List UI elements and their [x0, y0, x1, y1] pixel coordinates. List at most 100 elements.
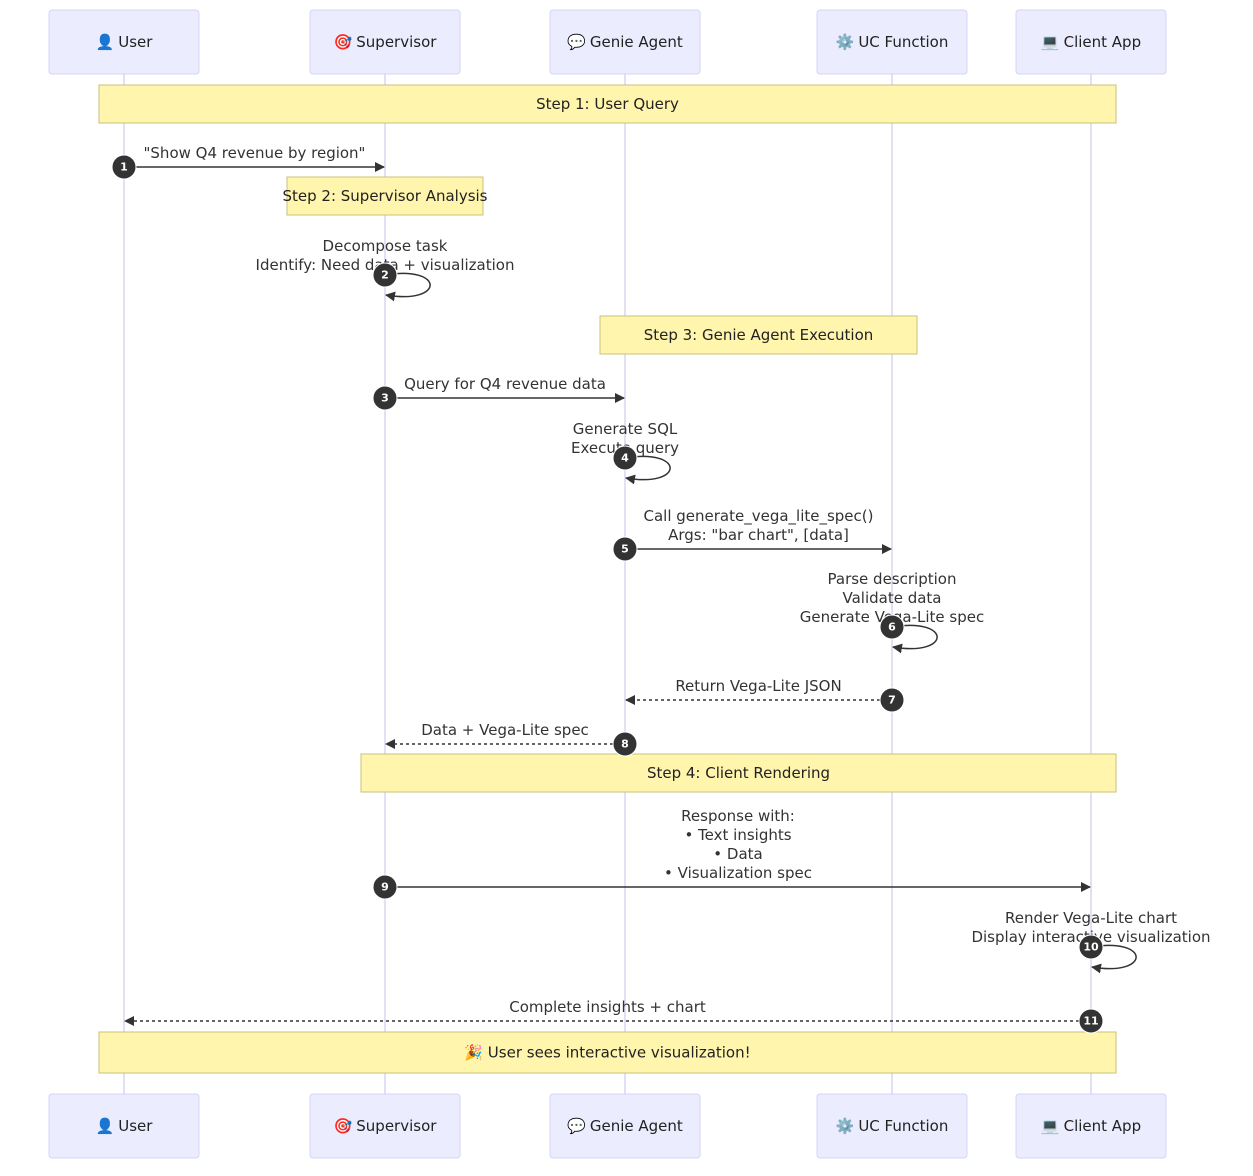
actor-label: ⚙️UC Function	[836, 1117, 949, 1135]
number-text: 5	[621, 543, 629, 556]
note-text: Step 4: Client Rendering	[647, 764, 830, 782]
actor-box	[309, 1093, 461, 1159]
message-label: • Visualization spec	[664, 864, 812, 882]
actor-label: 💬Genie Agent	[567, 33, 683, 51]
actor-name: Genie Agent	[590, 1117, 683, 1135]
sequence-number: 6	[879, 614, 905, 640]
sequence-number: 11	[1078, 1008, 1104, 1034]
actor-uc-bottom: ⚙️UC Function	[816, 1093, 968, 1159]
number-badge	[612, 536, 638, 562]
message-9: Response with:• Text insights• Data• Vis…	[372, 807, 1091, 900]
sequence-number: 8	[612, 731, 638, 757]
actor-box	[549, 9, 701, 75]
note-step-2: Step 2: Supervisor Analysis	[282, 176, 488, 216]
actor-box	[309, 9, 461, 75]
actor-name: User	[118, 1117, 153, 1135]
message-label: • Data	[713, 845, 762, 863]
number-badge	[372, 385, 398, 411]
actor-genie-bottom: 💬Genie Agent	[549, 1093, 701, 1159]
actor-uc-top: ⚙️UC Function	[816, 9, 968, 75]
number-text: 4	[621, 452, 629, 465]
genie-icon: 💬	[567, 33, 586, 51]
message-label: Generate SQL	[573, 420, 678, 438]
note-box	[286, 176, 484, 216]
number-text: 3	[381, 392, 389, 405]
message-8: Data + Vega-Lite spec 8	[385, 721, 638, 757]
uc-icon: ⚙️	[836, 1117, 855, 1135]
supervisor-icon: 🎯	[334, 33, 353, 51]
actor-box	[549, 1093, 701, 1159]
note-text: 🎉 User sees interactive visualization!	[464, 1044, 750, 1062]
actor-supervisor-top: 🎯Supervisor	[309, 9, 461, 75]
number-badge	[1078, 1008, 1104, 1034]
client-icon: 💻	[1041, 1117, 1060, 1135]
actor-label: 💬Genie Agent	[567, 1117, 683, 1135]
user-icon: 👤	[96, 1117, 115, 1135]
actor-label: 🎯Supervisor	[334, 1117, 438, 1135]
message-1: "Show Q4 revenue by region" 1	[111, 144, 385, 180]
actor-user-top: 👤User	[48, 9, 200, 75]
actor-supervisor-bottom: 🎯Supervisor	[309, 1093, 461, 1159]
message-11: Complete insights + chart 11	[124, 998, 1104, 1034]
message-label: Data + Vega-Lite spec	[421, 721, 589, 739]
message-label: Response with:	[681, 807, 795, 825]
actor-name: UC Function	[858, 33, 948, 51]
sequence-number: 9	[372, 874, 398, 900]
actor-client-bottom: 💻Client App	[1015, 1093, 1167, 1159]
message-label: Args: "bar chart", [data]	[668, 526, 849, 544]
lifelines	[123, 74, 1092, 1094]
note-box	[360, 753, 1117, 793]
note-step-1: Step 1: User Query	[98, 84, 1117, 124]
number-badge	[612, 731, 638, 757]
client-icon: 💻	[1041, 33, 1060, 51]
self-call-arrow	[1090, 944, 1137, 974]
sequence-number: 10	[1078, 934, 1104, 960]
note-box	[98, 84, 1117, 124]
note-text: Step 2: Supervisor Analysis	[282, 187, 487, 205]
sequence-number: 7	[879, 687, 905, 713]
message-label: Query for Q4 revenue data	[404, 375, 606, 393]
self-call-arrow	[891, 624, 938, 654]
note-step-3: Step 3: Genie Agent Execution	[599, 315, 918, 355]
message-label: Validate data	[842, 589, 941, 607]
number-badge	[372, 262, 398, 288]
actor-user-bottom: 👤User	[48, 1093, 200, 1159]
message-5: Call generate_vega_lite_spec()Args: "bar…	[612, 507, 892, 562]
actor-box	[48, 1093, 200, 1159]
actor-label: 🎯Supervisor	[334, 33, 438, 51]
message-label: Complete insights + chart	[509, 998, 706, 1016]
participants: 👤User👤User🎯Supervisor🎯Supervisor💬Genie A…	[48, 9, 1167, 1159]
note-step-4: Step 4: Client Rendering	[360, 753, 1117, 793]
actor-name: Client App	[1064, 1117, 1142, 1135]
note-step-5: 🎉 User sees interactive visualization!	[98, 1031, 1117, 1074]
actor-box	[1015, 1093, 1167, 1159]
actor-box	[48, 9, 200, 75]
actor-client-top: 💻Client App	[1015, 9, 1167, 75]
actor-label: 👤User	[96, 33, 154, 51]
message-label: "Show Q4 revenue by region"	[144, 144, 366, 162]
sequence-number: 3	[372, 385, 398, 411]
note-box	[599, 315, 918, 355]
sequence-number: 5	[612, 536, 638, 562]
actor-label: ⚙️UC Function	[836, 33, 949, 51]
sequence-number: 4	[612, 445, 638, 471]
number-text: 10	[1083, 941, 1099, 954]
message-label: Decompose task	[323, 237, 448, 255]
number-text: 1	[120, 161, 128, 174]
genie-icon: 💬	[567, 1117, 586, 1135]
message-label: Render Vega-Lite chart	[1005, 909, 1177, 927]
number-text: 6	[888, 621, 896, 634]
actor-box	[816, 1093, 968, 1159]
actor-label: 💻Client App	[1041, 33, 1141, 51]
note-box	[98, 1031, 1117, 1074]
message-label: Parse description	[828, 570, 957, 588]
sequence-number: 2	[372, 262, 398, 288]
message-label: Return Vega-Lite JSON	[675, 677, 841, 695]
supervisor-icon: 🎯	[334, 1117, 353, 1135]
self-call-arrow	[384, 272, 431, 302]
